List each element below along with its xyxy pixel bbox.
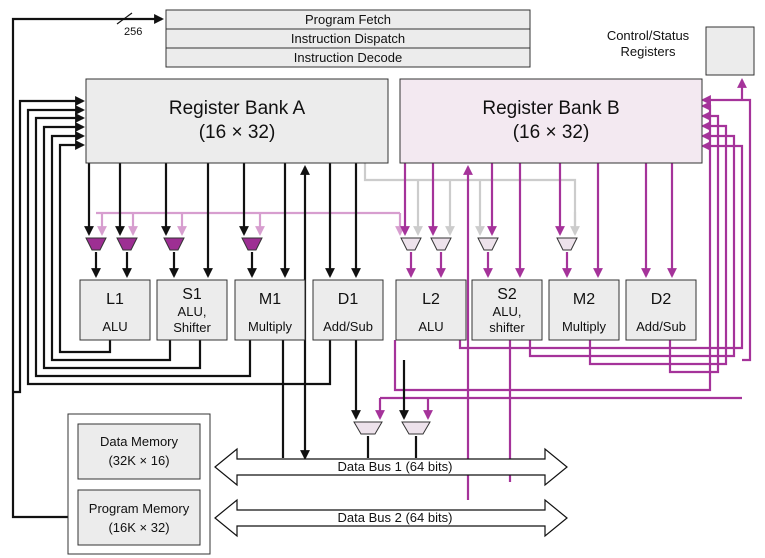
mux-l2-b xyxy=(430,237,452,251)
register-bank-a-title: Register Bank A xyxy=(169,98,306,119)
unit-s1-name: S1 xyxy=(182,286,202,303)
unit-s2-func-2: shifter xyxy=(489,320,525,335)
unit-d2-name: D2 xyxy=(651,291,672,308)
instruction-decode-label: Instruction Decode xyxy=(294,50,402,65)
unit-m1-name: M1 xyxy=(259,291,281,308)
unit-s2-func-1: ALU, xyxy=(493,304,522,319)
unit-s1-func-2: Shifter xyxy=(173,320,211,335)
unit-m2-func: Multiply xyxy=(562,319,607,334)
unit-d1-func: Add/Sub xyxy=(323,319,373,334)
functional-units: L1 ALU S1 ALU, Shifter M1 Multiply D1 Ad… xyxy=(79,279,697,341)
data-bus-2-label: Data Bus 2 (64 bits) xyxy=(338,510,453,525)
register-bank-b-box xyxy=(399,78,703,164)
mux-bus-a xyxy=(353,421,383,435)
program-fetch-label: Program Fetch xyxy=(305,12,391,27)
mux-m1 xyxy=(241,237,263,251)
unit-m1 xyxy=(234,279,306,341)
data-memory-size: (32K × 16) xyxy=(108,453,169,468)
mux-l2-a xyxy=(400,237,422,251)
register-bank-b-size: (16 × 32) xyxy=(513,122,590,143)
control-status-label-1: Control/Status xyxy=(607,28,690,43)
unit-l2-name: L2 xyxy=(422,291,440,308)
operand-multiplexers xyxy=(85,237,578,435)
connection-lines xyxy=(11,12,752,519)
data-buses: Data Bus 1 (64 bits) Data Bus 2 (64 bits… xyxy=(214,447,568,538)
mux-s2 xyxy=(477,237,499,251)
register-bank-b-title: Register Bank B xyxy=(482,98,619,119)
unit-s1-func-1: ALU, xyxy=(178,304,207,319)
unit-m2-name: M2 xyxy=(573,291,595,308)
control-status-registers xyxy=(705,26,755,76)
unit-s1 xyxy=(156,279,228,341)
mux-l1-a xyxy=(85,237,107,251)
register-bank-a-size: (16 × 32) xyxy=(199,122,276,143)
unit-s2 xyxy=(471,279,543,341)
register-bank-b: Register Bank B (16 × 32) xyxy=(399,78,703,164)
data-memory xyxy=(77,423,201,480)
mux-bus-b xyxy=(401,421,431,435)
unit-m2 xyxy=(548,279,620,341)
unit-d2-func: Add/Sub xyxy=(636,319,686,334)
data-bus-1-label: Data Bus 1 (64 bits) xyxy=(338,459,453,474)
unit-s2-name: S2 xyxy=(497,286,517,303)
data-bus-1 xyxy=(214,447,568,487)
mux-s1 xyxy=(163,237,185,251)
data-bus-2 xyxy=(214,498,568,538)
control-status-label-2: Registers xyxy=(621,44,676,59)
unit-l1-func: ALU xyxy=(102,319,127,334)
memory-block: Data Memory (32K × 16) Program Memory (1… xyxy=(67,413,211,555)
unit-d1-name: D1 xyxy=(338,291,359,308)
instruction-decode-stage xyxy=(165,47,531,68)
program-memory xyxy=(77,489,201,546)
unit-l2 xyxy=(395,279,467,341)
pipeline-stages: Program Fetch Instruction Dispatch Instr… xyxy=(165,9,531,68)
unit-m1-func: Multiply xyxy=(248,319,293,334)
unit-l2-func: ALU xyxy=(418,319,443,334)
data-memory-label: Data Memory xyxy=(100,434,179,449)
mux-m2 xyxy=(556,237,578,251)
bus-width-label: 256 xyxy=(124,26,142,38)
unit-d2 xyxy=(625,279,697,341)
register-bank-a-box xyxy=(85,78,389,164)
register-bank-a: Register Bank A (16 × 32) xyxy=(85,78,389,164)
instruction-dispatch-label: Instruction Dispatch xyxy=(291,31,405,46)
program-memory-label: Program Memory xyxy=(89,501,190,516)
unit-l1-name: L1 xyxy=(106,291,124,308)
program-memory-size: (16K × 32) xyxy=(108,520,169,535)
unit-d1 xyxy=(312,279,384,341)
unit-l1 xyxy=(79,279,151,341)
mux-l1-b xyxy=(116,237,138,251)
